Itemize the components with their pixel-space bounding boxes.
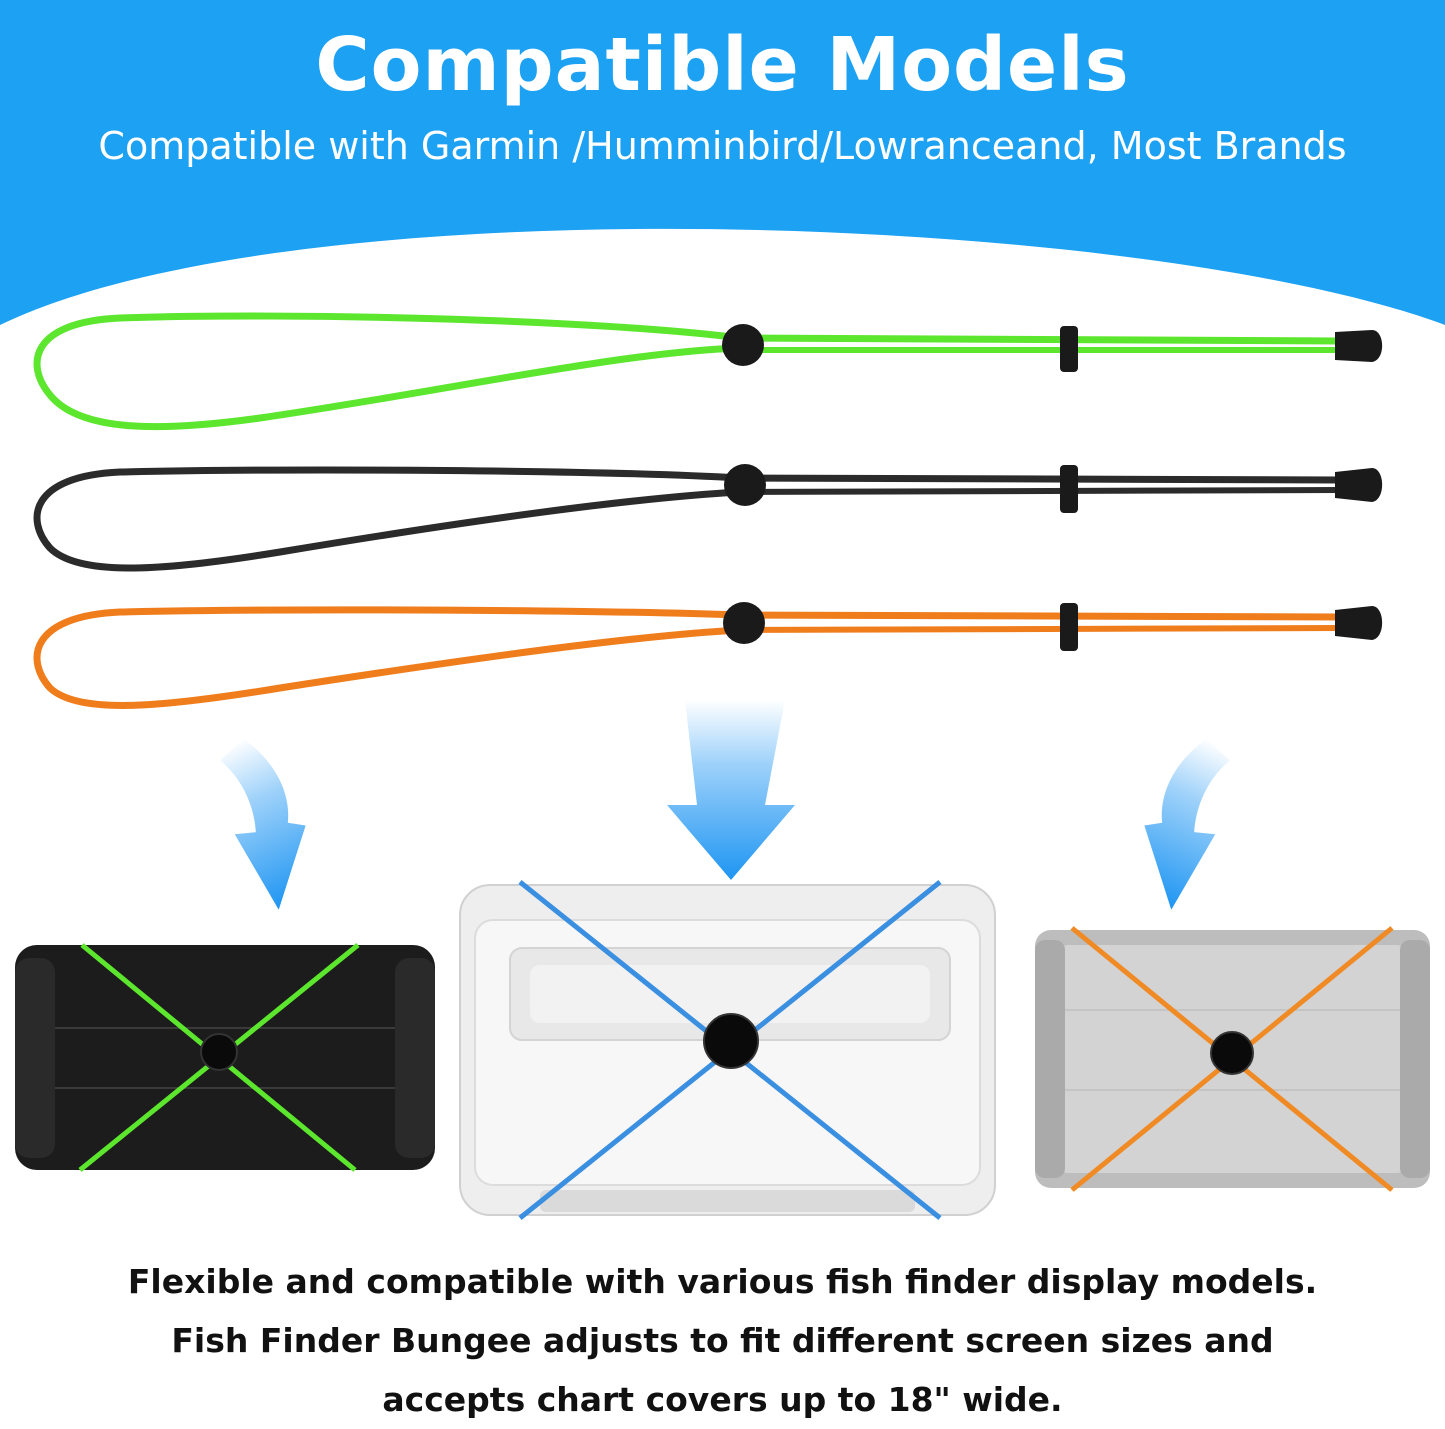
gray-fish-finder [1035,926,1430,1192]
down-arrow-icon-center [667,700,795,880]
footer-description: Flexible and compatible with various fis… [0,1252,1445,1429]
down-arrow-icon-right [1144,738,1230,910]
footer-line-3: accepts chart covers up to 18" wide. [382,1380,1063,1419]
footer-line-1: Flexible and compatible with various fis… [127,1262,1318,1301]
black-bungee [33,464,1383,572]
page-title: Compatible Models [315,22,1130,108]
footer-line-2: Fish Finder Bungee adjusts to fit differ… [171,1321,1274,1360]
page-subtitle: Compatible with Garmin /Humminbird/Lowra… [98,124,1347,168]
header-background [0,0,1445,325]
down-arrow-icon-left [220,738,306,910]
green-bungee [33,312,1383,431]
black-fish-finder [15,943,435,1172]
orange-bungee [33,602,1383,709]
white-fish-finder [459,880,996,1220]
